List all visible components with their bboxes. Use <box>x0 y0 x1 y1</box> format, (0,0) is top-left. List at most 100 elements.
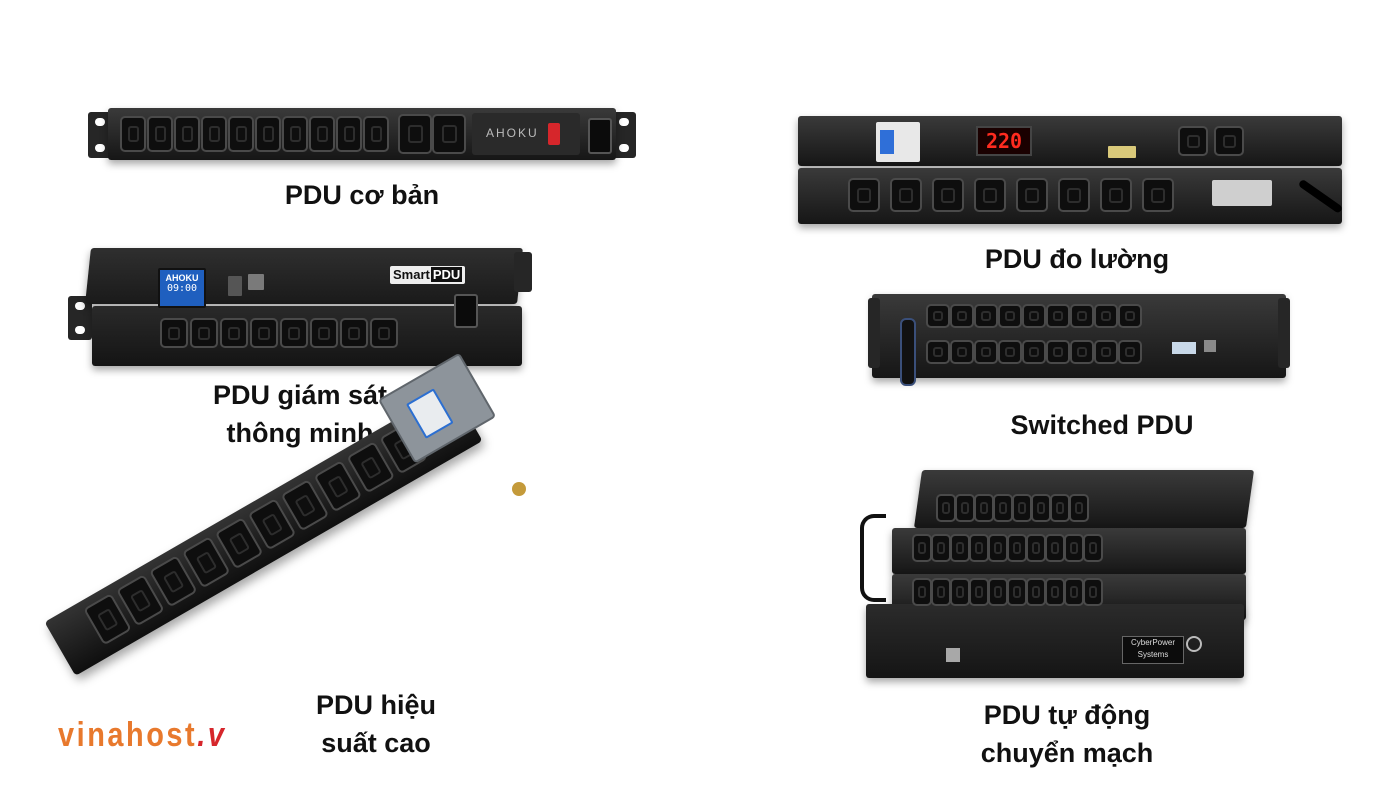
outlet-icon <box>190 318 218 348</box>
caption-smart: PDU giám sát thông minh <box>180 376 420 452</box>
outlet-icon <box>950 578 970 606</box>
outlet-icon <box>926 340 950 364</box>
lcd-display <box>1172 342 1196 354</box>
outlet-icon <box>1016 178 1048 212</box>
caption-basic: PDU cơ bản <box>284 180 440 210</box>
caption-switched: Switched PDU <box>1010 410 1194 440</box>
outlet-icon <box>1064 578 1084 606</box>
outlet-icon <box>1026 578 1046 606</box>
outlet-icon <box>1094 340 1118 364</box>
outlet-icon <box>1031 494 1051 522</box>
outlet-icon <box>969 534 989 562</box>
outlet-icon <box>912 534 932 562</box>
outlet-icon <box>1142 178 1174 212</box>
power-button-icon <box>1186 636 1202 652</box>
outlet-icon <box>1012 494 1032 522</box>
outlet-icon <box>993 494 1013 522</box>
ats-brand-line2: Systems <box>1137 650 1169 659</box>
outlet-icon <box>228 116 254 152</box>
outlet-icon <box>1045 578 1065 606</box>
serial-port-icon <box>946 648 960 662</box>
outlet-icon <box>1046 304 1070 328</box>
watermark-text: vinahost <box>58 716 198 754</box>
power-inlet-icon <box>588 118 612 154</box>
watermark-suffix: .v <box>197 716 227 754</box>
usb-port-icon <box>228 276 242 296</box>
outlet-icon <box>1118 304 1142 328</box>
breaker-icon <box>405 388 454 439</box>
outlet-icon <box>912 578 932 606</box>
outlet-icon <box>998 304 1022 328</box>
outlet-icon <box>147 116 173 152</box>
outlet-icon <box>931 578 951 606</box>
outlet-icon <box>1083 534 1103 562</box>
caption-high-line2: suất cao <box>321 728 431 758</box>
outlet-icon <box>931 534 951 562</box>
outlet-icon <box>950 304 974 328</box>
outlet-icon <box>848 178 880 212</box>
outlet-icon <box>926 304 950 328</box>
outlet-icon <box>250 318 278 348</box>
vinahost-logo: vinahost.v <box>58 716 226 756</box>
outlet-icon <box>432 114 466 154</box>
outlet-icon <box>336 116 362 152</box>
outlet-icon <box>1007 578 1027 606</box>
outlet-icon <box>988 534 1008 562</box>
basic-brand-logo: AHOKU <box>486 126 539 140</box>
rack-ear-right <box>514 252 532 292</box>
outlet-icon <box>1118 340 1142 364</box>
rack-ear-left <box>868 298 880 368</box>
power-inlet-icon <box>454 294 478 328</box>
outlet-icon <box>1050 494 1070 522</box>
smart-lcd-screen: AHOKU 09:00 <box>158 268 206 308</box>
outlet-icon <box>969 578 989 606</box>
outlet-icon <box>974 178 1006 212</box>
label-pdu: PDU <box>430 267 463 282</box>
rack-ear-right <box>612 112 636 158</box>
outlet-icon <box>950 340 974 364</box>
outlet-icon <box>974 340 998 364</box>
label-smart: Smart <box>393 267 430 282</box>
breaker-icon <box>876 122 920 162</box>
caption-high-line1: PDU hiệu <box>315 690 436 720</box>
outlet-icon <box>255 116 281 152</box>
outlet-icon <box>201 116 227 152</box>
outlet-icon <box>398 114 432 154</box>
rack-ear-right <box>1278 298 1290 368</box>
warning-label <box>1212 180 1272 206</box>
caption-ats: PDU tự động chuyển mạch <box>952 696 1182 772</box>
screen-brand: AHOKU <box>165 273 199 283</box>
outlet-icon <box>998 340 1022 364</box>
ethernet-port-icon <box>1204 340 1216 352</box>
usb-ports-icon <box>1108 146 1136 158</box>
outlet-icon <box>1022 304 1046 328</box>
caption-high: PDU hiệu suất cao <box>296 686 456 762</box>
outlet-icon <box>974 304 998 328</box>
outlet-icon <box>340 318 368 348</box>
outlet-icon <box>1026 534 1046 562</box>
outlet-icon <box>988 578 1008 606</box>
outlet-icon <box>890 178 922 212</box>
outlet-icon <box>120 116 146 152</box>
outlet-icon <box>1045 534 1065 562</box>
outlet-icon <box>309 116 335 152</box>
grounding-screw-icon <box>512 482 526 496</box>
power-cables <box>860 514 886 602</box>
ats-brand-line1: CyberPower <box>1130 638 1175 647</box>
ats-display: CyberPower Systems <box>1122 636 1184 664</box>
outlet-icon <box>220 318 248 348</box>
ethernet-port-icon <box>248 274 264 290</box>
outlet-icon <box>160 318 188 348</box>
voltage-display: 220 <box>976 126 1032 156</box>
outlet-icon <box>1022 340 1046 364</box>
outlet-icon <box>950 534 970 562</box>
outlet-icon <box>370 318 398 348</box>
outlet-icon <box>1094 304 1118 328</box>
outlet-icon <box>974 494 994 522</box>
outlet-icon <box>310 318 338 348</box>
outlet-icon <box>1069 494 1089 522</box>
outlet-icon <box>1070 340 1094 364</box>
outlet-icon <box>1064 534 1084 562</box>
outlet-icon <box>932 178 964 212</box>
